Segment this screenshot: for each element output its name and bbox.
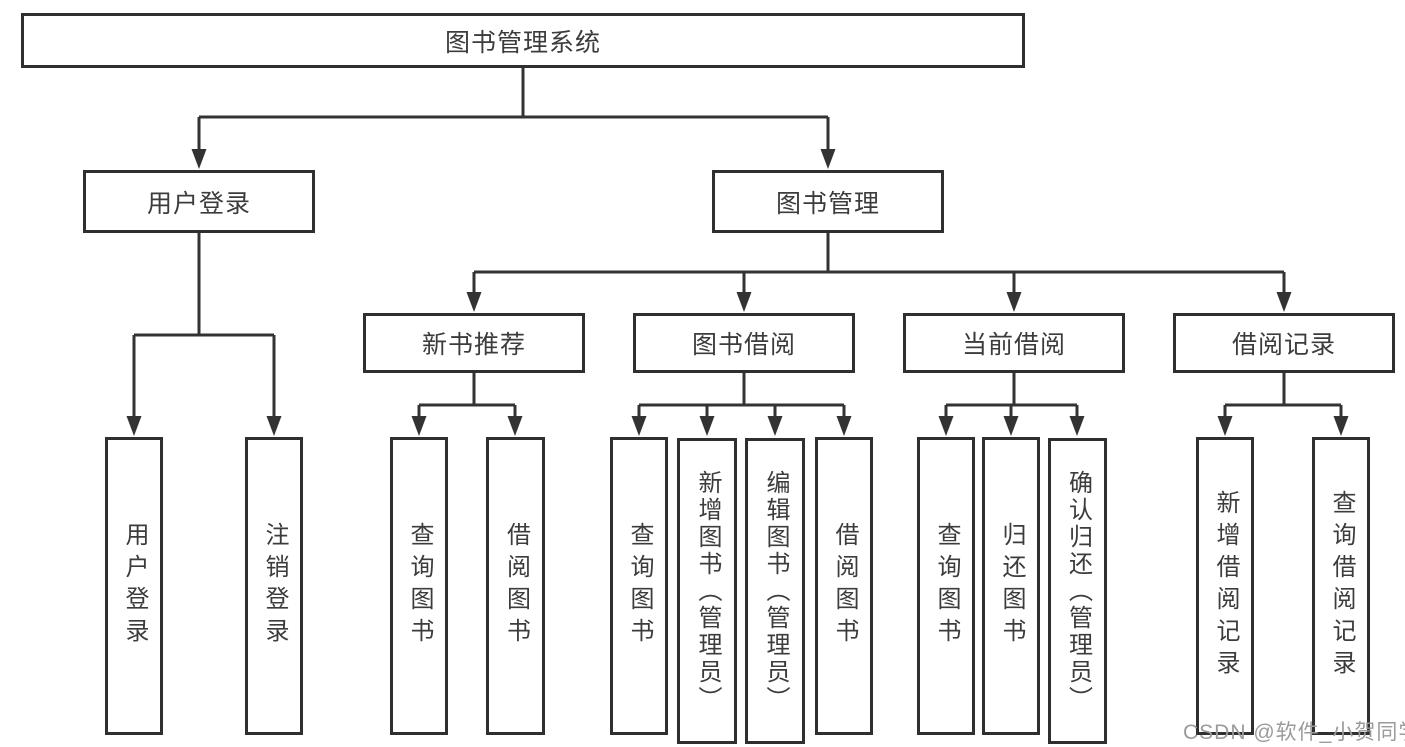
node-label: 新书推荐 <box>421 331 526 359</box>
branch-root <box>191 67 836 169</box>
leaf-label: 查询借阅记录 <box>1328 490 1355 682</box>
node-label: 当前借阅 <box>961 331 1066 359</box>
leaf-logout-login: 注销登录 <box>245 437 303 735</box>
leaf-label: 查询图书 <box>406 522 433 650</box>
branch-borrowing-records <box>1217 373 1349 436</box>
leaf-label: 注销登录 <box>261 522 288 650</box>
leaf-label: 归还图书 <box>998 522 1025 650</box>
branch-book-management <box>466 233 1292 312</box>
leaf-label: 新增借阅记录 <box>1212 490 1239 682</box>
leaf-user-login: 用户登录 <box>105 437 163 735</box>
leaf-label: 确认归还（管理员） <box>1064 469 1092 713</box>
leaf-label: 编辑图书（管理员） <box>762 469 789 713</box>
leaf-return-books: 归还图书 <box>982 437 1040 735</box>
branch-new-book-recommendation <box>411 373 523 436</box>
leaf-label: 用户登录 <box>121 522 148 650</box>
leaf-query-books-current: 查询图书 <box>917 437 975 735</box>
leaf-label: 查询图书 <box>626 522 653 650</box>
branch-book-borrowing <box>631 373 852 436</box>
leaf-edit-books-admin: 编辑图书（管理员） <box>745 438 805 744</box>
leaf-label: 查询图书 <box>933 522 960 650</box>
branch-user-login <box>126 233 282 436</box>
watermark: CSDN @软件_小贺同学 <box>1183 721 1405 744</box>
node-label: 借阅记录 <box>1231 331 1336 359</box>
node-label: 图书管理系统 <box>444 28 601 57</box>
leaf-add-books-admin: 新增图书（管理员） <box>677 438 737 744</box>
leaf-query-borrow-record: 查询借阅记录 <box>1312 437 1370 735</box>
branch-current-borrowing <box>938 373 1085 436</box>
leaf-confirm-return-admin: 确认归还（管理员） <box>1048 438 1107 744</box>
node-label: 图书借阅 <box>691 331 796 359</box>
leaf-borrow-books: 借阅图书 <box>815 437 873 735</box>
node-label: 用户登录 <box>146 189 251 218</box>
leaf-label: 借阅图书 <box>502 522 530 650</box>
node-book-management: 图书管理 <box>712 170 944 233</box>
node-book-borrowing: 图书借阅 <box>633 313 855 373</box>
leaf-label: 新增图书（管理员） <box>694 469 721 713</box>
node-label: 图书管理 <box>775 189 880 218</box>
node-user-login: 用户登录 <box>83 170 315 233</box>
node-current-borrowing: 当前借阅 <box>903 313 1125 373</box>
leaf-add-borrow-record: 新增借阅记录 <box>1196 437 1254 735</box>
leaf-borrow-books-recommend: 借阅图书 <box>486 437 545 735</box>
node-borrowing-records: 借阅记录 <box>1173 313 1395 373</box>
node-library-management-system: 图书管理系统 <box>21 13 1025 68</box>
leaf-query-books-recommend: 查询图书 <box>390 437 448 735</box>
leaf-label: 借阅图书 <box>831 522 858 650</box>
node-new-book-recommendation: 新书推荐 <box>363 313 585 373</box>
leaf-query-books-borrow: 查询图书 <box>610 437 668 735</box>
